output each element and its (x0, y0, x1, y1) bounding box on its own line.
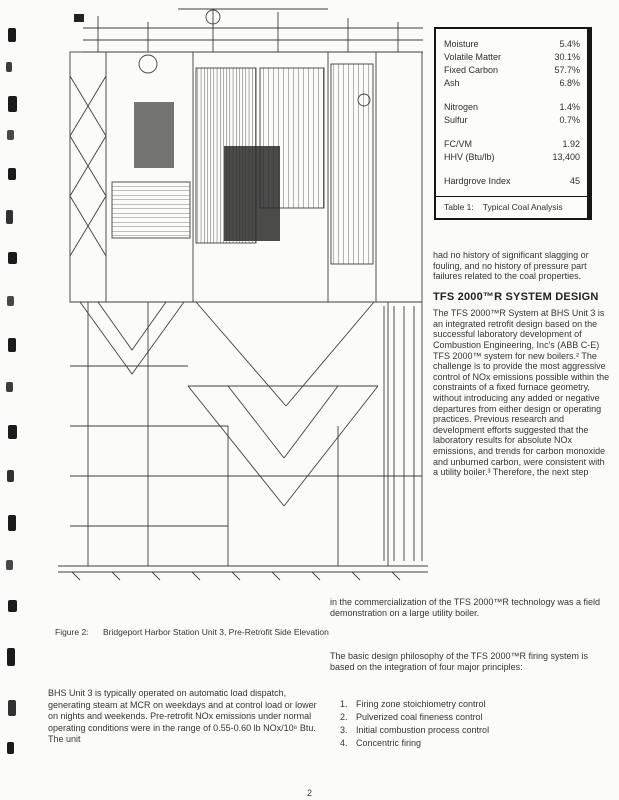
list-item: Pulverized coal fineness control (350, 711, 604, 724)
bottom-left-paragraph: BHS Unit 3 is typically operated on auto… (48, 688, 317, 744)
row-label: Ash (444, 78, 460, 88)
row-value: 1.92 (562, 139, 580, 149)
table-row: Nitrogen 1.4% (444, 101, 580, 114)
figure-caption: Figure 2: Bridgeport Harbor Station Unit… (55, 627, 365, 638)
continuation-paragraph: in the commercialization of the TFS 2000… (330, 597, 600, 618)
figure-caption-text: Bridgeport Harbor Station Unit 3, Pre-Re… (103, 627, 329, 637)
row-value: 45 (569, 176, 580, 186)
philosophy-paragraph: The basic design philosophy of the TFS 2… (330, 651, 588, 672)
row-label: Sulfur (444, 115, 468, 125)
row-value: 57.7% (554, 65, 580, 75)
row-label: HHV (Btu/lb) (444, 152, 495, 162)
section-heading: TFS 2000™R SYSTEM DESIGN (433, 290, 599, 303)
list-item: Concentric firing (350, 737, 604, 750)
scan-artifact-marks (6, 28, 17, 754)
intro-paragraph: had no history of significant slagging o… (433, 250, 589, 282)
coal-analysis-table: Moisture 5.4% Volatile Matter 30.1% Fixe… (434, 27, 592, 220)
row-value: 6.8% (559, 78, 580, 88)
row-label: Volatile Matter (444, 52, 502, 62)
row-label: Moisture (444, 39, 479, 49)
body-paragraph: The TFS 2000™R System at BHS Unit 3 is a… (433, 308, 610, 478)
table-row: HHV (Btu/lb) 13,400 (444, 151, 580, 164)
row-value: 0.7% (559, 115, 580, 125)
list-item: Firing zone stoichiometry control (350, 698, 604, 711)
list-item: Initial combustion process control (350, 724, 604, 737)
page-number: 2 (306, 788, 312, 798)
table-row: Sulfur 0.7% (444, 114, 580, 127)
table-row: Fixed Carbon 57.7% (444, 64, 580, 77)
table-row: Moisture 5.4% (444, 38, 580, 51)
row-label: Hardgrove Index (444, 176, 511, 186)
figure-caption-label: Figure 2: (55, 627, 89, 637)
table-caption-label: Table 1: (444, 202, 474, 212)
table-caption-text: Typical Coal Analysis (482, 202, 563, 212)
row-label: Nitrogen (444, 102, 479, 112)
row-value: 30.1% (554, 52, 580, 62)
principles-list: Firing zone stoichiometry control Pulver… (334, 698, 604, 750)
right-column: had no history of significant slagging o… (433, 250, 610, 478)
row-label: Fixed Carbon (444, 65, 499, 75)
row-label: FC/VM (444, 139, 472, 149)
boiler-diagram (58, 8, 428, 581)
row-value: 13,400 (552, 152, 580, 162)
table-caption: Table 1: Typical Coal Analysis (436, 196, 587, 218)
table-row: Hardgrove Index 45 (444, 175, 580, 188)
table-row: Volatile Matter 30.1% (444, 51, 580, 64)
table-row: FC/VM 1.92 (444, 138, 580, 151)
row-value: 5.4% (559, 39, 580, 49)
coal-analysis-rows: Moisture 5.4% Volatile Matter 30.1% Fixe… (436, 29, 587, 196)
table-row: Ash 6.8% (444, 77, 580, 90)
row-value: 1.4% (559, 102, 580, 112)
